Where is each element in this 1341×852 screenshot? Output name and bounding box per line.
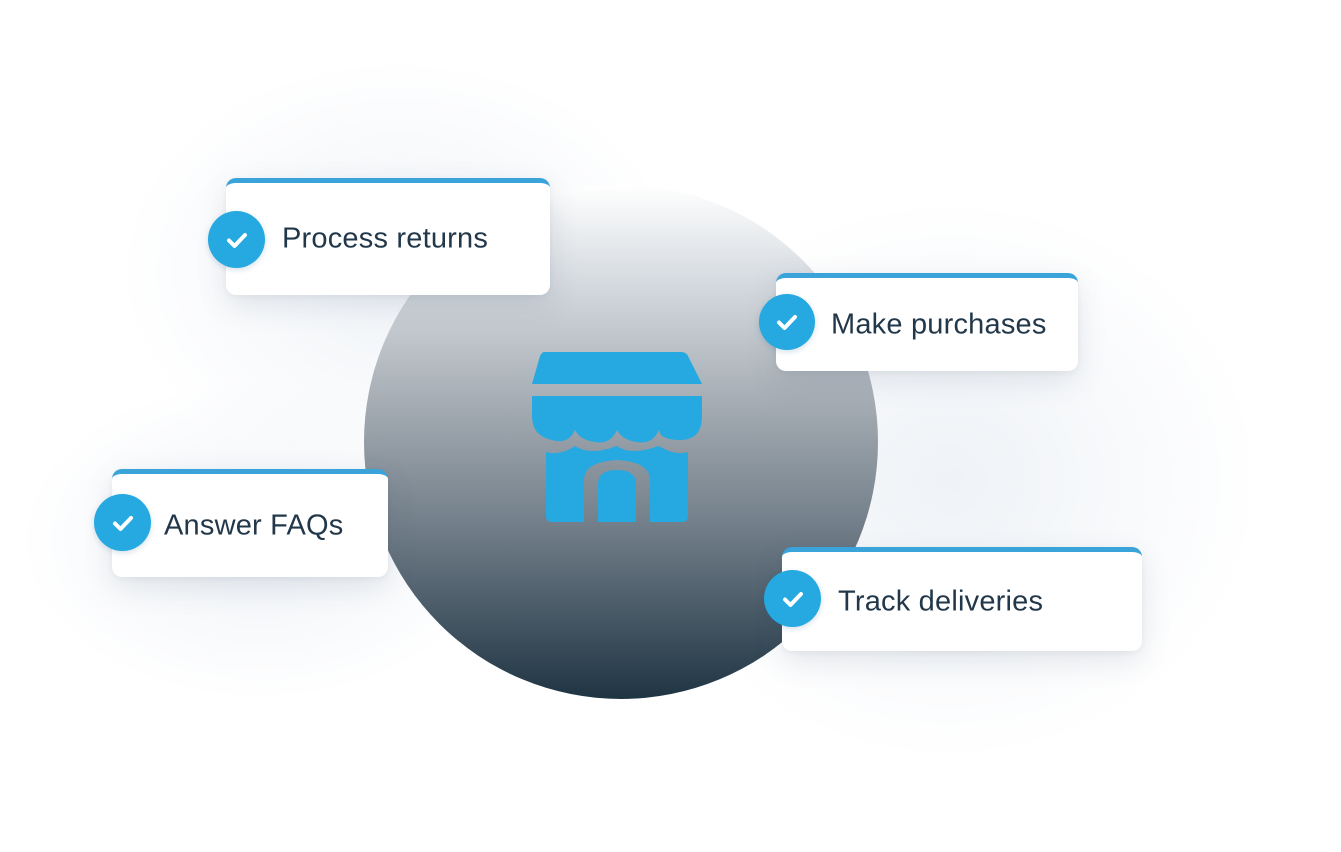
check-icon xyxy=(759,294,815,350)
capability-label: Make purchases xyxy=(831,308,1047,340)
storefront-icon xyxy=(532,352,702,522)
check-icon xyxy=(208,211,265,268)
check-icon xyxy=(94,494,151,551)
capability-label: Track deliveries xyxy=(838,585,1044,617)
capability-label: Answer FAQs xyxy=(164,509,344,541)
capability-card-track-deliveries: Track deliveries xyxy=(782,547,1142,651)
capability-label: Process returns xyxy=(282,222,489,255)
capability-card-make-purchases: Make purchases xyxy=(776,273,1078,371)
check-icon xyxy=(764,570,821,627)
capability-card-answer-faqs: Answer FAQs xyxy=(112,469,388,577)
capability-card-process-returns: Process returns xyxy=(226,178,550,295)
